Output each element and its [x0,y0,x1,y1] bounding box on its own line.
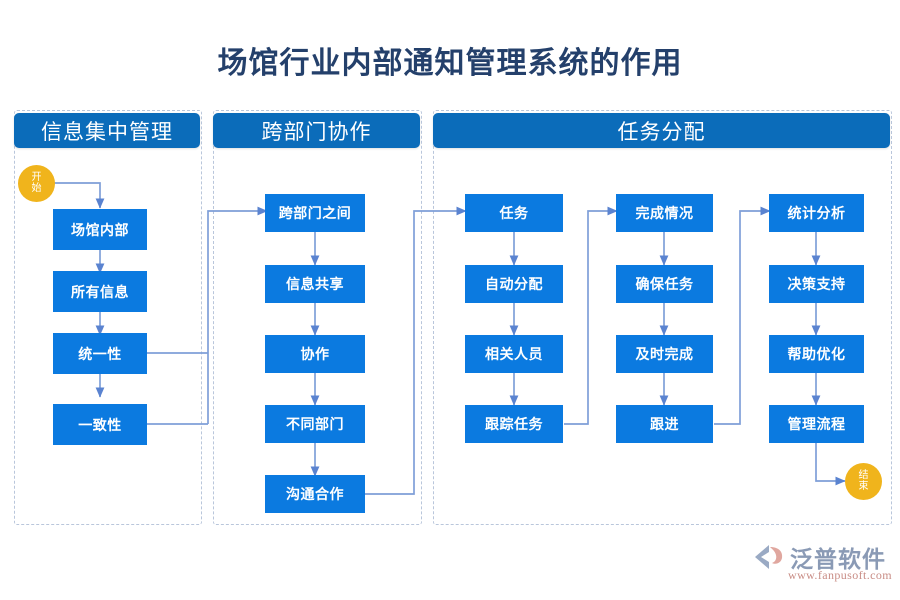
fanpu-logo-icon [755,545,783,569]
node-decision-support[interactable]: 决策支持 [769,265,864,303]
node-auto-assign[interactable]: 自动分配 [465,265,563,303]
terminator-start-char-1: 开 [31,172,42,183]
section-header-info-central[interactable]: 信息集中管理 [14,113,200,148]
terminator-start-char-2: 始 [31,182,42,194]
terminator-end-char-2: 束 [858,480,869,492]
terminator-start: 开 始 [18,165,55,202]
node-info-sharing[interactable]: 信息共享 [265,265,365,303]
node-timely-completion[interactable]: 及时完成 [616,335,713,373]
node-statistical-analysis[interactable]: 统计分析 [769,194,864,232]
node-between-departments[interactable]: 跨部门之间 [265,194,365,232]
watermark-url: www.fanpusoft.com [788,568,893,582]
node-communication-cooperation[interactable]: 沟通合作 [265,475,365,513]
node-all-info[interactable]: 所有信息 [53,271,147,312]
watermark-brand: 泛普软件 [790,547,886,572]
node-management-process[interactable]: 管理流程 [769,405,864,443]
terminator-end-char-1: 结 [858,470,869,481]
node-different-departments[interactable]: 不同部门 [265,405,365,443]
node-completion-status[interactable]: 完成情况 [616,194,713,232]
section-header-cross-dept[interactable]: 跨部门协作 [213,113,420,148]
page-title: 场馆行业内部通知管理系统的作用 [217,47,683,80]
node-uniformity[interactable]: 统一性 [53,333,147,374]
panel-cross-dept [213,110,422,525]
node-follow-up[interactable]: 跟进 [616,405,713,443]
node-task[interactable]: 任务 [465,194,563,232]
node-ensure-task[interactable]: 确保任务 [616,265,713,303]
node-collaboration[interactable]: 协作 [265,335,365,373]
panel-task-assign [433,110,892,525]
panel-info-central [14,110,202,525]
watermark-logo: 泛普软件 www.fanpusoft.com [752,540,892,590]
node-relevant-personnel[interactable]: 相关人员 [465,335,563,373]
node-consistency[interactable]: 一致性 [53,404,147,445]
node-venue-internal[interactable]: 场馆内部 [53,209,147,250]
node-help-optimize[interactable]: 帮助优化 [769,335,864,373]
node-track-task[interactable]: 跟踪任务 [465,405,563,443]
terminator-end: 结 束 [845,463,882,500]
section-header-task-assign[interactable]: 任务分配 [433,113,890,148]
